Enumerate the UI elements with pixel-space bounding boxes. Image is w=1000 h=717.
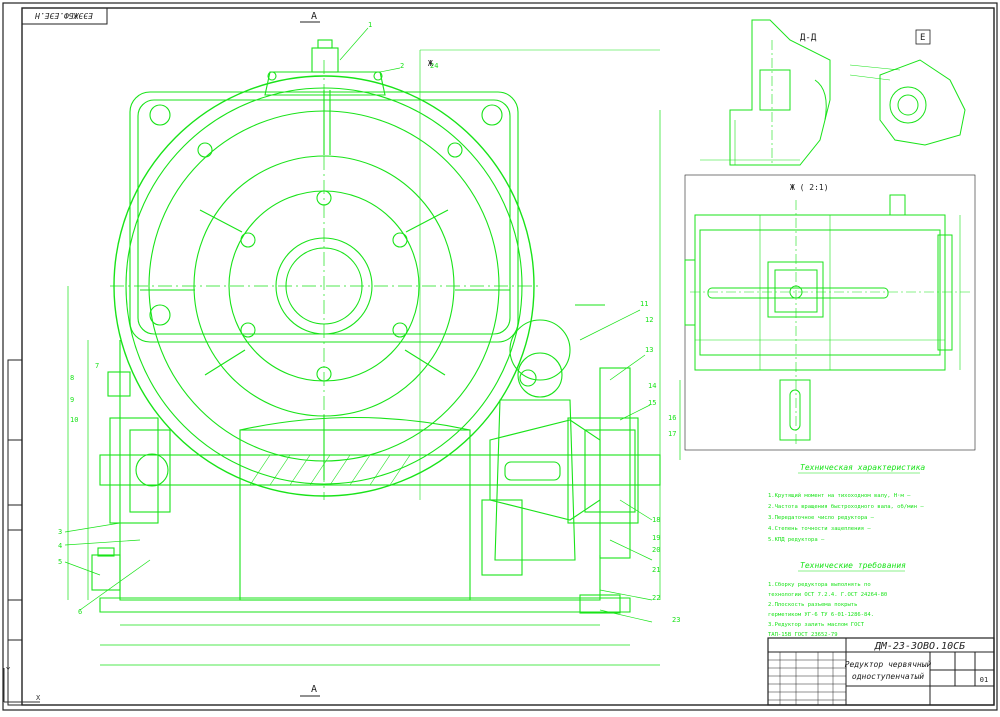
drawing-frame	[21, 7, 995, 706]
title-line-1: Редуктор червячный	[845, 660, 932, 669]
callout-16: 16	[668, 414, 676, 422]
note2-line1: 1.Сборку редуктора выполнять по	[768, 581, 871, 588]
callout-11: 11	[640, 300, 648, 308]
callout-13: 13	[645, 346, 653, 354]
view-ok-label: Ж ( 2:1)	[790, 183, 829, 192]
section-a-bottom-label: А	[311, 684, 317, 695]
callout-14: 14	[648, 382, 656, 390]
callout-9: 9	[70, 396, 74, 404]
left-binding-strip	[7, 359, 23, 706]
plan-view	[684, 194, 970, 445]
section-a-label: А	[311, 11, 317, 22]
callout-3: 3	[58, 528, 62, 536]
note2-line3: 2.Плоскость разъема покрыть	[768, 602, 857, 608]
ucs-icon: X Y	[3, 666, 41, 703]
notes-block: Техническая характеристика 1.Крутящий мо…	[768, 463, 925, 638]
callout-5: 5	[58, 558, 62, 566]
note1-line4: 4.Степень точности зацепления —	[768, 526, 871, 532]
view-ok-short-label: Ж	[428, 59, 433, 68]
callout-24: 24	[430, 62, 438, 70]
callout-17: 17	[668, 430, 676, 438]
callout-22: 22	[652, 594, 660, 602]
note1-line3: 3.Передаточное число редуктора —	[768, 515, 875, 521]
note2-line2: технологии ОСТ 7.2.4. Г.ОСТ 24264-80	[768, 592, 887, 598]
main-view-callouts: 1 2 3 4 5 6 7 8 9 10 11 12 13 14 15 16 1…	[58, 21, 680, 624]
note1-line2: 2.Частота вращения быстроходного вала, о…	[768, 503, 924, 510]
view-d-d	[700, 19, 831, 166]
main-view	[64, 27, 681, 666]
notes-heading-1: Техническая характеристика	[800, 463, 925, 472]
callout-1: 1	[368, 21, 372, 29]
view-e-label: Е	[920, 33, 925, 43]
callout-10: 10	[70, 416, 78, 424]
callout-7: 7	[95, 362, 99, 370]
callout-12: 12	[645, 316, 653, 324]
svg-text:X: X	[36, 694, 41, 702]
callout-2: 2	[400, 62, 404, 70]
top-left-stamp: ЕЭЭЖБФ.ЕЭЕ.Н	[21, 7, 108, 25]
note1-line5: 5.КПД редуктора —	[768, 537, 825, 543]
callout-6: 6	[78, 608, 82, 616]
callout-21: 21	[652, 566, 660, 574]
code-rotated: ЕЭЭЖБФ.ЕЭЕ.Н	[35, 11, 93, 20]
note2-line4: герметиком УГ-6 ТУ 6-01-1286-84.	[768, 612, 874, 618]
callout-18: 18	[652, 516, 660, 524]
callout-4: 4	[58, 542, 62, 550]
callout-8: 8	[70, 374, 74, 382]
svg-text:Y: Y	[6, 666, 11, 674]
view-d-label: Д-Д	[800, 33, 817, 43]
notes-heading-2: Технические требования	[800, 560, 906, 570]
note2-line6: ТАП-15В ГОСТ 23652-79	[768, 632, 838, 638]
callout-19: 19	[652, 534, 660, 542]
doc-code: ДМ-23-ЗОВО.10СБ	[874, 641, 965, 652]
note1-line1: 1.Крутящий момент на тихоходном валу, Н·…	[768, 493, 911, 499]
sheet-number: 01	[980, 676, 988, 684]
callout-23: 23	[672, 616, 680, 624]
callout-15: 15	[648, 399, 656, 407]
callout-20: 20	[652, 546, 660, 554]
view-e	[849, 59, 966, 146]
note2-line5: 3.Редуктор залить маслом ГОСТ	[768, 622, 865, 628]
title-block: ДМ-23-ЗОВО.10СБ Редуктор червячный однос…	[767, 637, 995, 706]
title-line-2: одноступенчатый	[852, 672, 924, 681]
